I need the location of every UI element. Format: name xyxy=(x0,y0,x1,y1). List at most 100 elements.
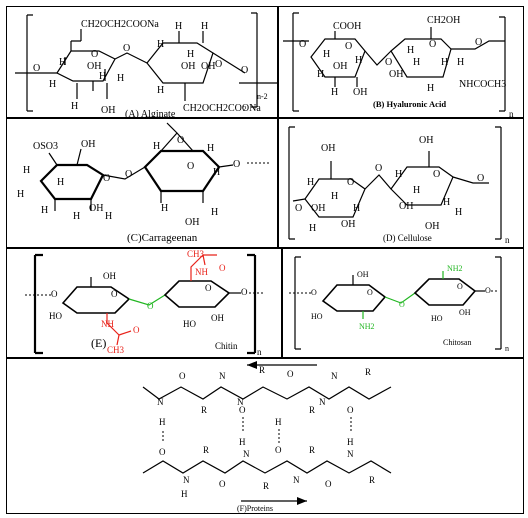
svg-text:O: O xyxy=(345,41,352,52)
svg-text:OH: OH xyxy=(419,135,433,146)
svg-text:H: H xyxy=(441,57,448,68)
svg-text:H: H xyxy=(331,191,338,202)
proteins-structure: N N N O N R O N R R R O O H H O H O H N … xyxy=(142,361,392,513)
chitin-ch3-top: CH3 xyxy=(187,249,205,259)
svg-text:OH: OH xyxy=(81,139,95,150)
hyaluronic-ch2oh: CH2OH xyxy=(427,15,460,26)
svg-text:H: H xyxy=(323,49,330,60)
svg-text:H: H xyxy=(153,141,160,152)
svg-text:H: H xyxy=(427,83,434,94)
svg-text:R: R xyxy=(309,445,315,455)
svg-text:H: H xyxy=(17,189,24,200)
svg-text:R: R xyxy=(201,405,207,415)
svg-text:OH: OH xyxy=(459,308,471,317)
svg-text:N: N xyxy=(319,397,326,407)
svg-text:N: N xyxy=(243,449,250,459)
svg-text:O: O xyxy=(325,479,332,489)
svg-text:OH: OH xyxy=(357,270,369,279)
svg-text:OH: OH xyxy=(103,271,116,281)
hyaluronic-structure: n O COOH O H OH H H H OH O CH2OH O H H H… xyxy=(283,12,514,119)
svg-text:n: n xyxy=(257,347,262,357)
svg-text:H: H xyxy=(347,437,354,447)
svg-text:H: H xyxy=(239,437,246,447)
svg-text:OH: OH xyxy=(333,61,347,72)
cellulose-structure: n OH O H H OH H OH H O O OH O H H OH H O… xyxy=(288,126,510,245)
svg-text:H: H xyxy=(161,203,168,214)
chitin-caption: Chitin xyxy=(215,341,238,351)
svg-text:O: O xyxy=(133,325,140,335)
svg-text:H: H xyxy=(41,205,48,216)
svg-text:O: O xyxy=(233,159,240,170)
svg-text:O: O xyxy=(275,445,282,455)
alginate-o-link: O xyxy=(123,43,130,54)
svg-text:O: O xyxy=(347,405,354,415)
svg-text:n: n xyxy=(505,235,510,245)
hyaluronic-cooh: COOH xyxy=(333,21,361,32)
svg-text:O: O xyxy=(111,289,118,299)
svg-text:OH: OH xyxy=(321,143,335,154)
svg-text:O: O xyxy=(429,39,436,50)
svg-text:H: H xyxy=(73,211,80,222)
svg-text:H: H xyxy=(413,57,420,68)
chitosan-structure: n O OH O HO NH2 O NH2 O HO OH O Chitosan xyxy=(289,256,509,353)
chitosan-caption: Chitosan xyxy=(443,338,471,347)
svg-text:OH: OH xyxy=(425,221,439,232)
chitosan-nh2-bottom: NH2 xyxy=(359,322,375,331)
svg-text:OH: OH xyxy=(101,105,115,116)
panel-carrageenan: OSO3 OH H H H O H OH H H O O O H H H H O… xyxy=(6,118,278,248)
chitin-ch3-bottom: CH3 xyxy=(107,345,125,355)
chitosan-nh2-top: NH2 xyxy=(447,264,463,273)
chitin-nh-top: NH xyxy=(195,267,208,277)
svg-text:O: O xyxy=(477,173,484,184)
svg-text:R: R xyxy=(369,475,375,485)
panel-alginate: O CH2OCH2COONa O H H OH H H OH H O H H H… xyxy=(6,6,278,120)
chitin-structure: n O OH O HO NH O CH3 (E) O CH3 NH O O HO… xyxy=(25,249,263,357)
alginate-superscript: 2 xyxy=(243,105,247,113)
svg-text:O: O xyxy=(241,287,248,297)
svg-text:OH: OH xyxy=(185,217,199,228)
svg-text:HO: HO xyxy=(49,311,62,321)
svg-text:H: H xyxy=(317,69,324,80)
svg-text:OH: OH xyxy=(399,201,413,212)
svg-text:O: O xyxy=(485,286,491,295)
svg-text:H: H xyxy=(187,49,194,60)
svg-text:H: H xyxy=(117,73,124,84)
svg-text:HO: HO xyxy=(183,319,196,329)
svg-text:O: O xyxy=(385,57,392,68)
svg-text:O: O xyxy=(219,263,226,273)
svg-text:N: N xyxy=(347,449,354,459)
svg-text:O: O xyxy=(367,288,373,297)
alginate-o-ring1: O xyxy=(91,49,98,60)
svg-text:HO: HO xyxy=(311,312,323,321)
svg-text:H: H xyxy=(395,169,402,180)
svg-text:H: H xyxy=(309,223,316,234)
hyaluronic-nhcoch3: NHCOCH3 xyxy=(459,79,506,90)
svg-text:O: O xyxy=(147,301,154,311)
proteins-caption: (F)Proteins xyxy=(237,504,273,513)
svg-text:O: O xyxy=(177,135,184,146)
svg-text:N: N xyxy=(293,475,300,485)
svg-text:OH: OH xyxy=(87,61,101,72)
svg-text:n: n xyxy=(505,344,509,353)
cellulose-caption: (D) Cellulose xyxy=(383,233,432,243)
svg-text:H: H xyxy=(157,39,164,50)
svg-text:H: H xyxy=(407,45,414,56)
svg-text:H: H xyxy=(355,55,362,66)
panel-chitosan: n O OH O HO NH2 O NH2 O HO OH O Chitosan xyxy=(282,248,524,358)
svg-text:O: O xyxy=(103,173,110,184)
svg-text:O: O xyxy=(241,65,248,76)
svg-text:H: H xyxy=(157,85,164,96)
panel-proteins: N N N O N R O N R R R O O H H O H O H N … xyxy=(6,358,524,514)
hyaluronic-caption: (B) Hyaluronic Acid xyxy=(373,99,446,109)
svg-text:O: O xyxy=(299,39,306,50)
svg-text:H: H xyxy=(353,203,360,214)
alginate-subscript: n-2 xyxy=(257,92,268,101)
svg-text:N: N xyxy=(183,475,190,485)
svg-text:O: O xyxy=(51,289,58,299)
svg-text:H: H xyxy=(275,417,282,427)
svg-text:O: O xyxy=(179,371,186,381)
svg-text:OH: OH xyxy=(353,87,367,98)
svg-text:O: O xyxy=(347,177,354,188)
svg-text:H: H xyxy=(455,207,462,218)
svg-text:O: O xyxy=(295,203,302,214)
